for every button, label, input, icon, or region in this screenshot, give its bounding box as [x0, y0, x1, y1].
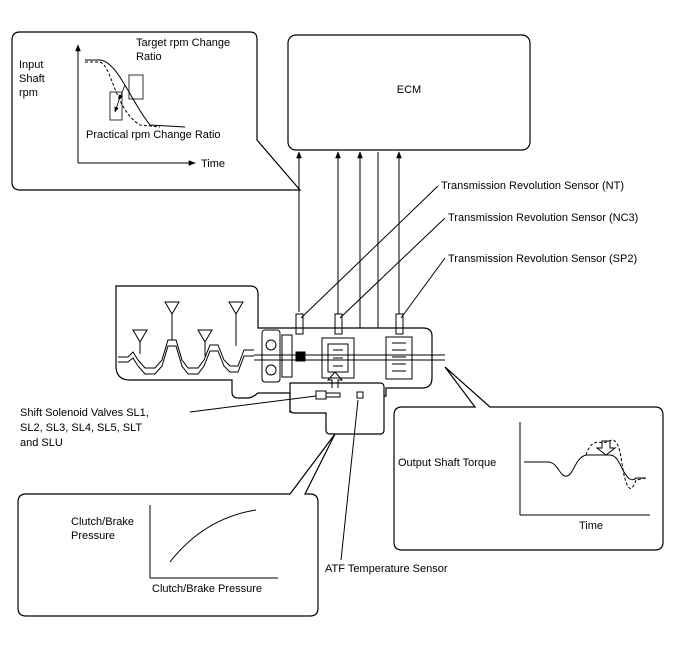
- practical-label: Practical rpm Change Ratio: [86, 129, 221, 141]
- pressure-ylabel-1: Clutch/Brake: [71, 516, 134, 528]
- pressure-graph-callout: Clutch/Brake Pressure Clutch/Brake Press…: [17, 433, 336, 617]
- torque-graph: Output Shaft Torque Time: [398, 422, 650, 532]
- pressure-graph: Clutch/Brake Pressure Clutch/Brake Press…: [71, 505, 278, 595]
- sensor-sp2-label: Transmission Revolution Sensor (SP2): [448, 253, 637, 265]
- target-label-1: Target rpm Change: [136, 37, 230, 49]
- atf-sensor-text: ATF Temperature Sensor: [325, 563, 448, 575]
- torque-xlabel: Time: [579, 520, 603, 532]
- sensor-labels: Transmission Revolution Sensor (NT) Tran…: [300, 180, 638, 319]
- sensor-nc3-label: Transmission Revolution Sensor (NC3): [448, 212, 638, 224]
- solenoid-line-3: and SLU: [20, 437, 63, 449]
- rpm-graph-callout: Input Shaft rpm Target rpm Change Ratio …: [11, 31, 302, 191]
- torque-graph-callout: Output Shaft Torque Time: [393, 366, 664, 551]
- rpm-ylabel-3: rpm: [19, 87, 38, 99]
- rpm-xlabel: Time: [201, 158, 225, 170]
- sensor-nt-label: Transmission Revolution Sensor (NT): [441, 180, 624, 192]
- pressure-ylabel-2: Pressure: [71, 530, 115, 542]
- torque-ylabel: Output Shaft Torque: [398, 457, 496, 469]
- rpm-graph: Input Shaft rpm Target rpm Change Ratio …: [19, 37, 230, 170]
- ecm-label: ECM: [397, 84, 421, 96]
- atf-sensor-label: ATF Temperature Sensor: [325, 399, 448, 575]
- transmission-body: [115, 285, 445, 435]
- target-label-2: Ratio: [136, 51, 162, 63]
- solenoid-label: Shift Solenoid Valves SL1, SL2, SL3, SL4…: [20, 395, 317, 449]
- ecm-box: ECM: [287, 34, 531, 151]
- rpm-ylabel-2: Shaft: [19, 73, 45, 85]
- solenoid-line-1: Shift Solenoid Valves SL1,: [20, 407, 149, 419]
- pressure-xlabel: Clutch/Brake Pressure: [152, 583, 262, 595]
- solenoid-line-2: SL2, SL3, SL4, SL5, SLT: [20, 422, 142, 434]
- rpm-ylabel-1: Input: [19, 59, 43, 71]
